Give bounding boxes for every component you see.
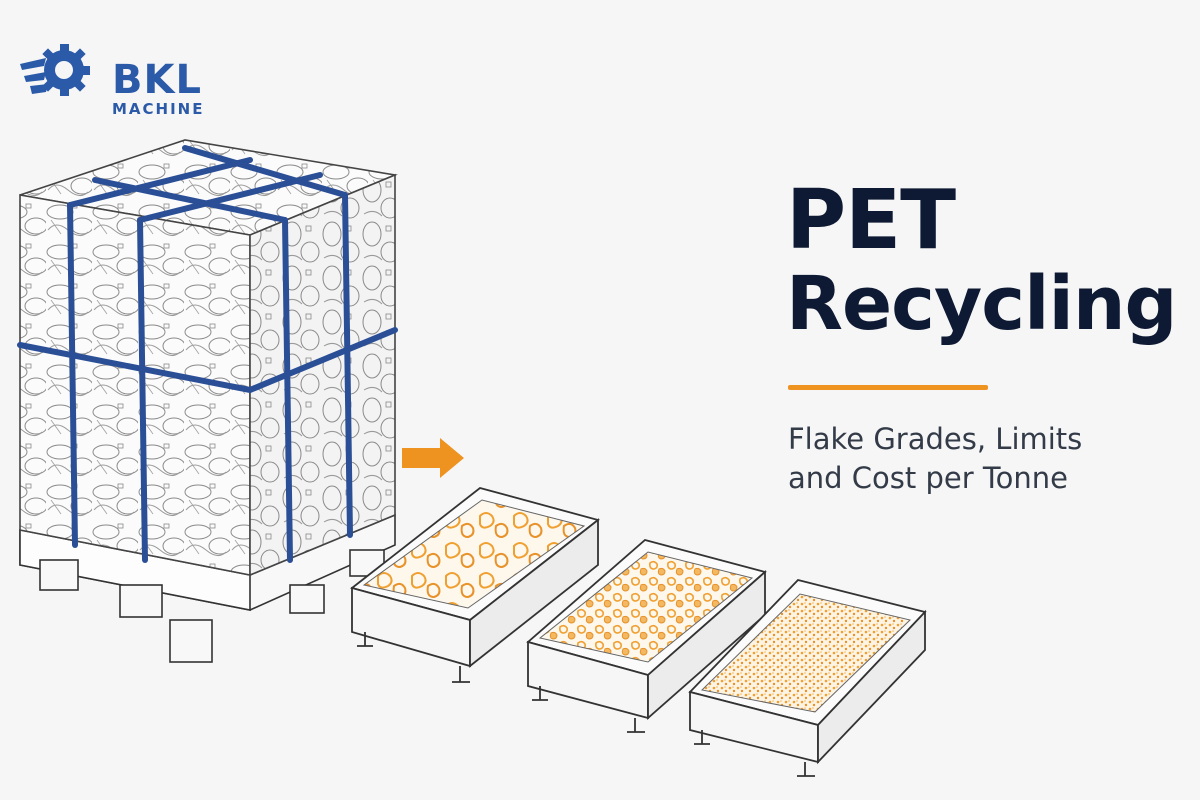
accent-divider [788,385,988,390]
bottle-bale-icon [17,139,398,577]
medium-flake-tray-icon [526,539,767,733]
brand-logo: BKL MACHINE [20,30,230,117]
subtitle: Flake Grades, Limits and Cost per Tonne [788,420,1082,499]
brand-tagline: MACHINE [112,100,205,118]
title-line-2: Recycling [786,260,1178,347]
subtitle-line-2: and Cost per Tonne [788,461,1068,496]
subtitle-line-1: Flake Grades, Limits [788,422,1083,456]
pallet [19,513,396,663]
page-title: PET Recycling [786,173,1178,347]
title-line-1: PET [786,173,956,268]
arrow-right-icon [402,438,464,478]
fine-flake-tray-icon [688,578,927,777]
gear-logo-icon [20,44,90,96]
brand-name: BKL [112,57,202,103]
coarse-flake-tray-icon [350,487,600,683]
